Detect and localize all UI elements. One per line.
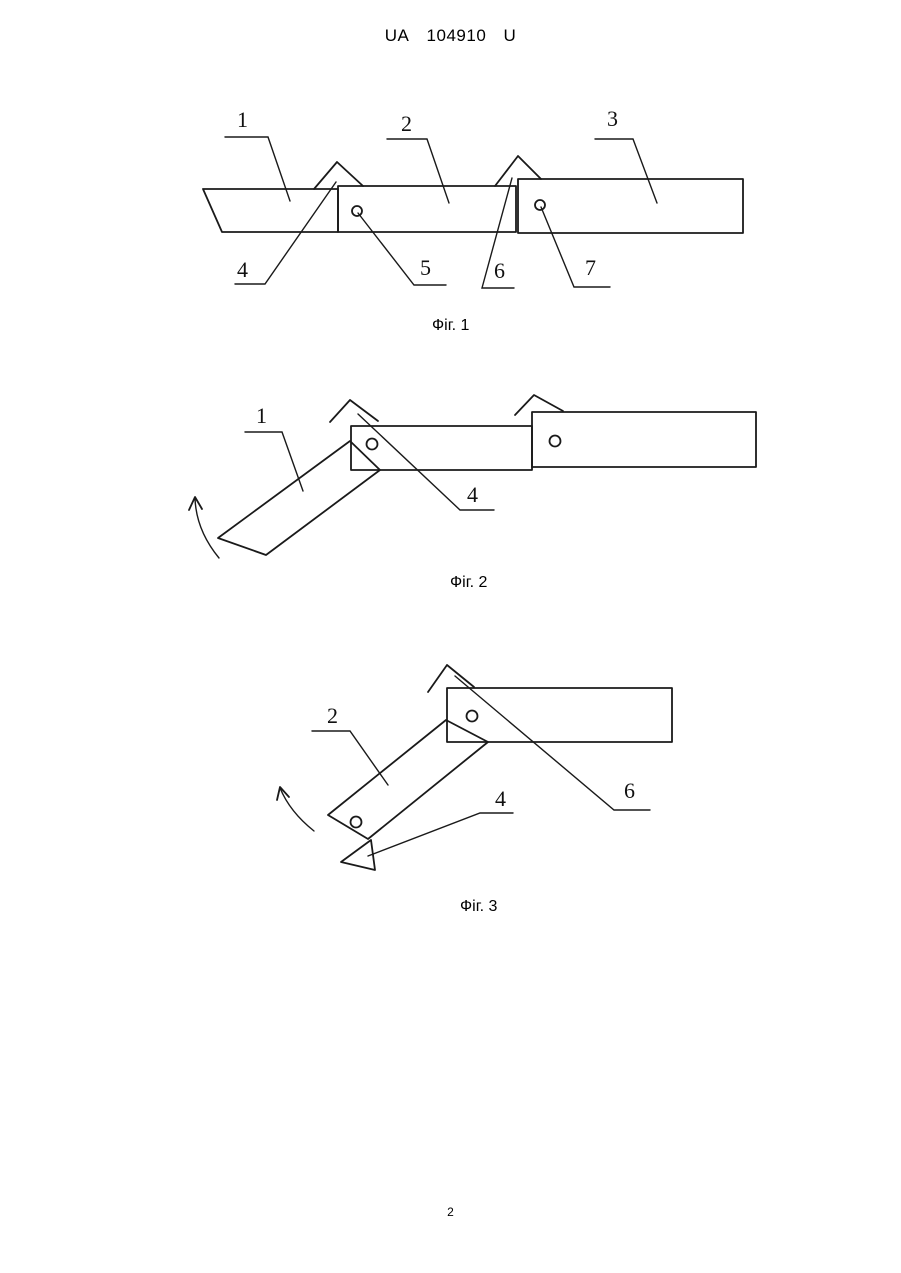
fig1-label-7: 7: [585, 255, 596, 280]
fig1-label-5: 5: [420, 255, 431, 280]
fig2-label-4: 4: [467, 482, 478, 507]
figure-3-caption: Фіг. 3: [460, 898, 497, 916]
fig3-pivot-7: [467, 711, 478, 722]
fig3-label-4: 4: [495, 786, 506, 811]
figure-1-caption: Фіг. 1: [432, 317, 469, 335]
figure-2-drawing: 1 4: [189, 395, 756, 558]
fig2-segment-1: [218, 441, 380, 555]
fig3-label-6: 6: [624, 778, 635, 803]
fig1-label-4: 4: [237, 257, 248, 282]
fig3-segment-3: [447, 688, 672, 742]
figure-3-drawing: 2 4 6: [277, 665, 672, 870]
fig1-label-3: 3: [607, 106, 618, 131]
fig1-segment-2: [338, 186, 516, 232]
fig1-segment-3: [518, 179, 743, 233]
fig1-pivot-5: [352, 206, 362, 216]
figure-1-drawing: 1 2 3 4 5 6 7: [203, 106, 743, 288]
fig1-stop-4: [314, 162, 363, 189]
fig1-segment-1: [203, 189, 338, 232]
fig3-rotation-arrow: [280, 788, 314, 831]
fig1-pivot-7: [535, 200, 545, 210]
fig2-segment-3: [532, 412, 756, 467]
fig2-pivot-5: [367, 439, 378, 450]
fig2-pivot-7: [550, 436, 561, 447]
fig2-stop-4: [330, 400, 378, 422]
fig3-label-2: 2: [327, 703, 338, 728]
fig1-label-2: 2: [401, 111, 412, 136]
page-number: 2: [0, 1205, 901, 1219]
fig1-label-6: 6: [494, 258, 505, 283]
fig1-label-1: 1: [237, 107, 248, 132]
fig2-rotation-arrow: [195, 498, 219, 558]
fig3-pivot-5: [351, 817, 362, 828]
fig2-label-1: 1: [256, 403, 267, 428]
fig3-segment-2: [328, 720, 488, 839]
figure-2-caption: Фіг. 2: [450, 574, 487, 592]
